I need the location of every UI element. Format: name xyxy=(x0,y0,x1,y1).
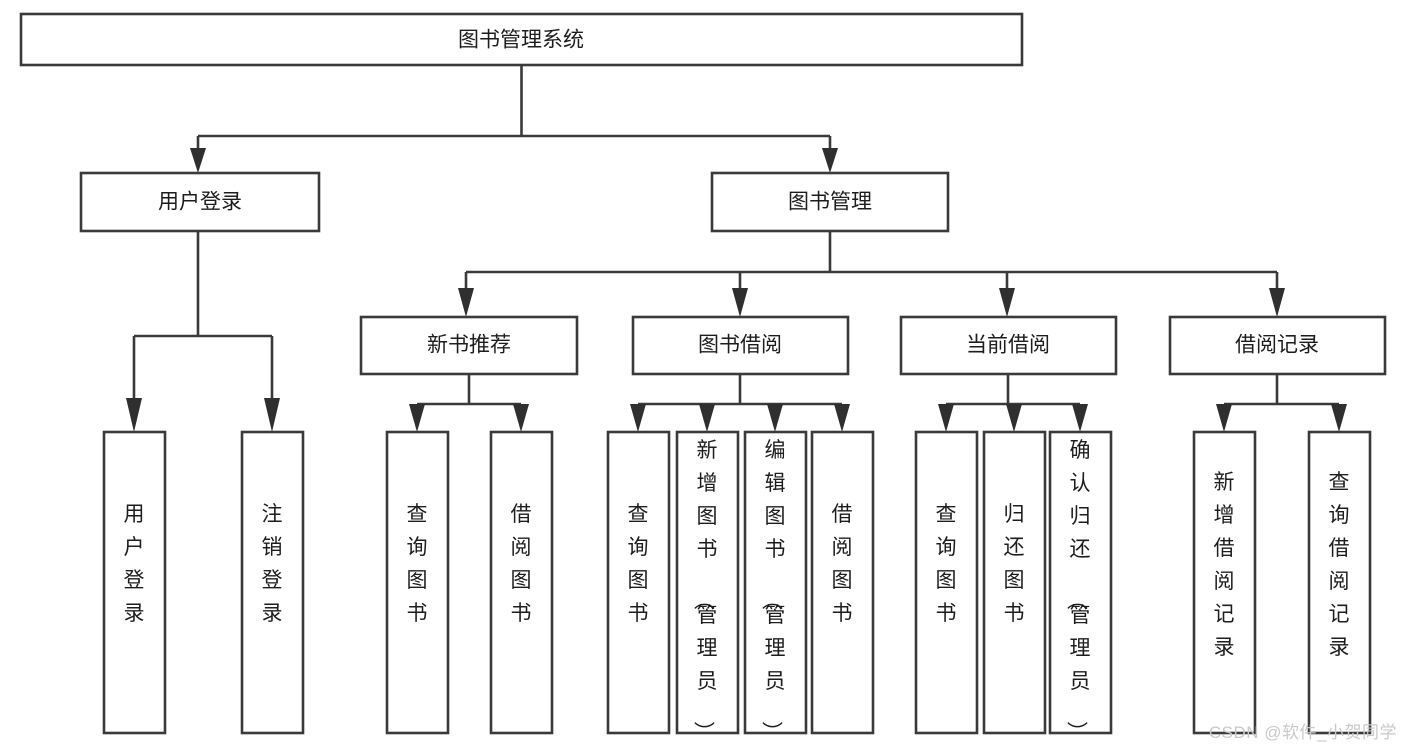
node-root-label: 图书管理系统 xyxy=(458,29,584,52)
node-leaf-borrow-book-1-box[interactable] xyxy=(489,430,554,735)
node-leaf-logout[interactable]: 注销登录 xyxy=(240,430,305,735)
node-leaf-borrow-book-1-label: 借阅图书 xyxy=(511,503,532,625)
arrow-head-leaf-edit-book xyxy=(767,404,783,432)
node-leaf-user-login[interactable]: 用户登录 xyxy=(102,430,167,735)
arrow-head-borrow-record xyxy=(1269,288,1285,317)
node-leaf-borrow-book-2-box[interactable] xyxy=(810,430,875,735)
arrow-head-book-borrow xyxy=(732,288,748,317)
node-book-manage-label: 图书管理 xyxy=(788,191,872,214)
node-leaf-add-book-box[interactable] xyxy=(675,430,740,735)
node-leaf-edit-book[interactable]: 编辑图书（管理员） xyxy=(743,430,808,742)
arrow-head-current-borrow xyxy=(999,288,1015,317)
node-leaf-query-book-2-label: 查询图书 xyxy=(628,503,649,625)
node-book-borrow-label: 图书借阅 xyxy=(698,334,782,357)
node-leaf-borrow-book-2[interactable]: 借阅图书 xyxy=(810,430,875,735)
arrow-head-new-book-rec xyxy=(458,288,474,317)
node-root-box[interactable] xyxy=(19,12,1024,67)
node-leaf-confirm-return-box[interactable] xyxy=(1048,430,1113,735)
arrow-head-leaf-return-book xyxy=(1006,404,1022,432)
arrow-head-user-login xyxy=(190,148,206,173)
node-leaf-query-book-2-box[interactable] xyxy=(606,430,671,735)
arrow-head-leaf-borrow-book-1 xyxy=(513,404,529,432)
node-book-borrow[interactable]: 图书借阅 xyxy=(631,315,850,376)
node-leaf-return-book-box[interactable] xyxy=(982,430,1047,735)
node-borrow-record-label: 借阅记录 xyxy=(1235,334,1319,357)
node-leaf-query-record-label: 查询借阅记录 xyxy=(1329,471,1350,659)
edge-group-current-borrow xyxy=(938,374,1088,432)
node-leaf-query-book-3[interactable]: 查询图书 xyxy=(914,430,979,735)
node-current-borrow[interactable]: 当前借阅 xyxy=(899,315,1118,376)
csdn-watermark: CSDN @软件_小贺同学 xyxy=(1208,723,1397,742)
node-user-login-label: 用户登录 xyxy=(158,191,242,214)
node-leaf-add-book-label: 新增图书（管理员） xyxy=(692,439,718,742)
node-leaf-add-record-label: 新增借阅记录 xyxy=(1214,471,1235,659)
arrow-head-leaf-add-book xyxy=(699,404,715,432)
edge-group-book-manage xyxy=(458,231,1285,317)
node-new-book-rec-box[interactable] xyxy=(359,315,579,376)
node-leaf-borrow-book-1[interactable]: 借阅图书 xyxy=(489,430,554,735)
edge-group-user-login xyxy=(126,231,280,432)
node-leaf-query-book-3-label: 查询图书 xyxy=(936,503,957,625)
arrow-head-book-manage xyxy=(822,148,838,173)
node-leaf-query-record[interactable]: 查询借阅记录 xyxy=(1307,430,1372,735)
node-leaf-edit-book-box[interactable] xyxy=(743,430,808,735)
edge-group-new-book-rec xyxy=(409,374,529,432)
node-book-manage[interactable]: 图书管理 xyxy=(710,171,950,233)
node-book-borrow-box[interactable] xyxy=(631,315,850,376)
arrow-head-leaf-user-login xyxy=(126,398,142,432)
node-leaf-confirm-return-label: 确认归还（管理员） xyxy=(1065,439,1091,742)
edge-group-borrow-record xyxy=(1216,374,1347,432)
node-leaf-query-book-3-box[interactable] xyxy=(914,430,979,735)
node-leaf-add-record[interactable]: 新增借阅记录 xyxy=(1192,430,1257,735)
node-leaf-return-book-label: 归还图书 xyxy=(1004,503,1025,625)
node-leaf-confirm-return[interactable]: 确认归还（管理员） xyxy=(1048,430,1113,742)
node-root[interactable]: 图书管理系统 xyxy=(19,12,1024,67)
node-leaf-return-book[interactable]: 归还图书 xyxy=(982,430,1047,735)
node-leaf-add-record-box[interactable] xyxy=(1192,430,1257,735)
node-new-book-rec[interactable]: 新书推荐 xyxy=(359,315,579,376)
arrow-head-leaf-borrow-book-2 xyxy=(834,404,850,432)
arrow-head-leaf-query-book-1 xyxy=(409,404,425,432)
node-borrow-record[interactable]: 借阅记录 xyxy=(1168,315,1387,376)
arrow-head-leaf-logout xyxy=(264,398,280,432)
node-leaf-edit-book-label: 编辑图书（管理员） xyxy=(760,439,786,742)
node-leaf-logout-box[interactable] xyxy=(240,430,305,735)
node-leaf-query-record-box[interactable] xyxy=(1307,430,1372,735)
arrow-head-leaf-query-record xyxy=(1331,404,1347,432)
node-current-borrow-box[interactable] xyxy=(899,315,1118,376)
node-current-borrow-label: 当前借阅 xyxy=(966,334,1050,357)
node-leaf-query-book-2[interactable]: 查询图书 xyxy=(606,430,671,735)
node-leaf-add-book[interactable]: 新增图书（管理员） xyxy=(675,430,740,742)
node-book-manage-box[interactable] xyxy=(710,171,950,233)
arrow-head-leaf-query-book-3 xyxy=(938,404,954,432)
node-leaf-user-login-box[interactable] xyxy=(102,430,167,735)
node-new-book-rec-label: 新书推荐 xyxy=(427,334,511,357)
arrow-head-leaf-query-book-2 xyxy=(630,404,646,432)
node-user-login-box[interactable] xyxy=(79,171,321,233)
node-leaf-logout-label: 注销登录 xyxy=(262,503,283,625)
node-leaf-query-book-1-box[interactable] xyxy=(385,430,450,735)
node-borrow-record-box[interactable] xyxy=(1168,315,1387,376)
arrow-head-leaf-add-record xyxy=(1216,404,1232,432)
node-leaf-user-login-label: 用户登录 xyxy=(124,503,145,625)
node-leaf-query-book-1[interactable]: 查询图书 xyxy=(385,430,450,735)
edge-group-root xyxy=(190,65,838,173)
edge-group-book-borrow xyxy=(630,374,850,432)
node-user-login[interactable]: 用户登录 xyxy=(79,171,321,233)
node-leaf-query-book-1-label: 查询图书 xyxy=(407,503,428,625)
node-leaf-borrow-book-2-label: 借阅图书 xyxy=(832,503,853,625)
arrow-head-leaf-confirm-return xyxy=(1072,404,1088,432)
